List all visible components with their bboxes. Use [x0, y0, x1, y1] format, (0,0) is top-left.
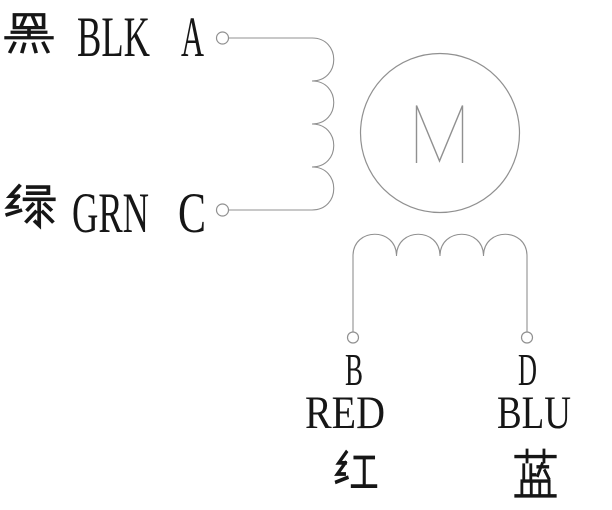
- lead-b-cn-label: [334, 449, 378, 489]
- phase-ac-coil: [228, 37, 335, 211]
- phase-bd-coil: [352, 233, 528, 332]
- terminal-b-circle: [346, 331, 360, 344]
- lead-c-code-label: GRN: [72, 182, 149, 245]
- motor-letter: [415, 105, 464, 163]
- lead-c-cn-label: [4, 183, 56, 230]
- lead-b-code-label: RED: [305, 387, 385, 439]
- lead-a-cn-label: [4, 13, 54, 54]
- terminal-a-circle: [215, 31, 230, 45]
- lead-d-cn-label: [514, 448, 557, 498]
- terminal-c-circle: [215, 203, 230, 217]
- lead-d-code-label: BLU: [497, 387, 571, 439]
- terminal-d-circle: [520, 331, 534, 344]
- terminal-b-label: B: [345, 344, 363, 395]
- terminal-c-label: C: [178, 182, 206, 245]
- lead-a-code-label: BLK: [77, 6, 150, 69]
- terminal-a-label: A: [181, 6, 204, 69]
- motor-circle: [359, 52, 521, 214]
- terminal-d-label: D: [518, 344, 537, 395]
